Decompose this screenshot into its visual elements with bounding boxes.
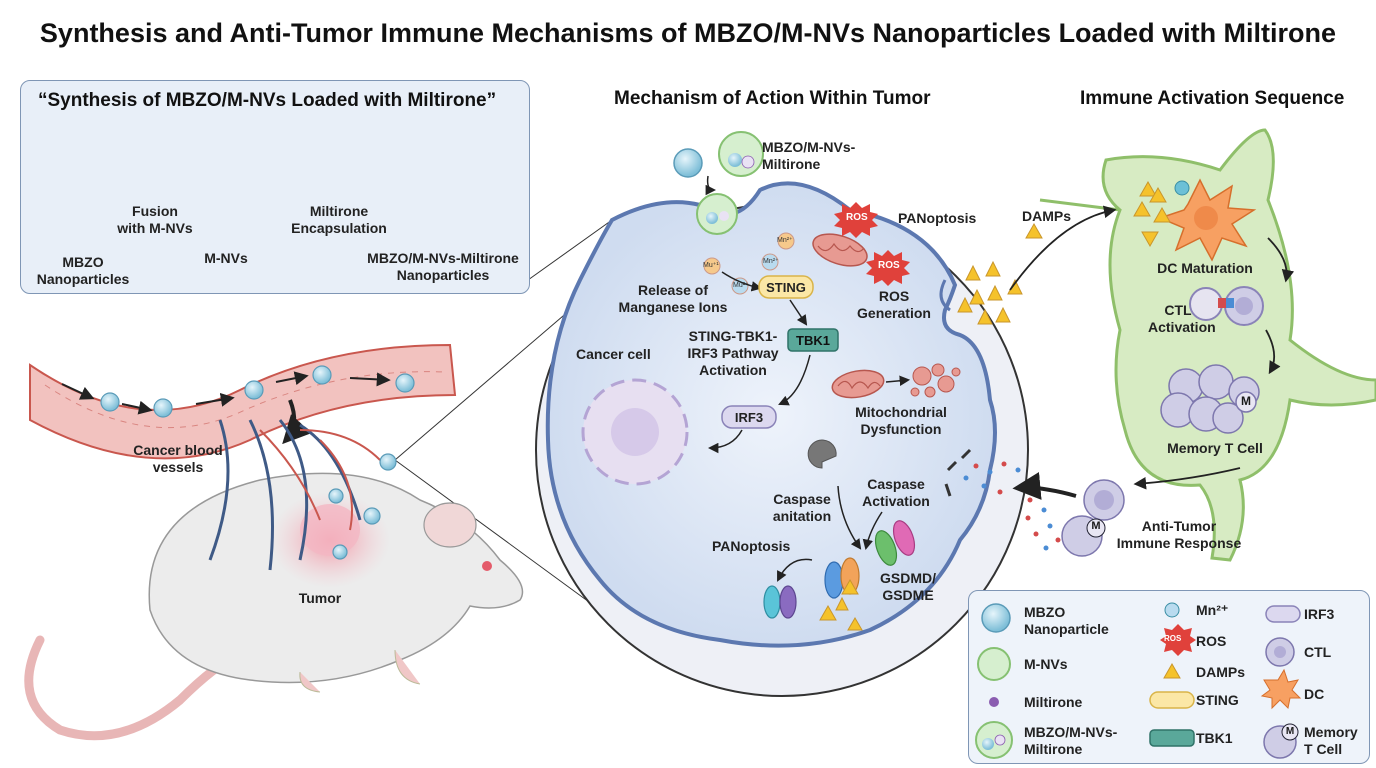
irf3-node: IRF3	[734, 410, 764, 425]
legend-dc: DC	[1304, 686, 1325, 702]
anti-tumor-memory-badge: M	[1091, 520, 1101, 532]
blood-vessel	[29, 343, 457, 571]
legend-sting: STING	[1196, 692, 1239, 708]
immune-heading: Immune Activation Sequence	[1080, 88, 1345, 109]
legend-mn: Mn²⁺	[1196, 602, 1229, 618]
cancer-cell-label: Cancer cell	[576, 346, 651, 362]
mn-ion-3: Mn²⁺	[763, 258, 779, 265]
mouse-illustration	[24, 472, 524, 741]
synthesis-panel	[20, 80, 530, 294]
gsdmd-label: GSDMD/GSDME	[880, 570, 936, 603]
released-granules	[963, 461, 1061, 551]
panoptosis-bottom-label: PANoptosis	[712, 538, 791, 554]
legend-memory-badge: M	[1285, 726, 1295, 737]
ros-badge-1: ROS	[846, 212, 868, 223]
legend-ros-icon-text: ROS	[1164, 634, 1182, 643]
dc-maturation-label: DC Maturation	[1157, 260, 1253, 276]
panoptosis-top-label: PANoptosis	[898, 210, 977, 226]
ros-badge-2: ROS	[878, 260, 900, 271]
mechanism-heading: Mechanism of Action Within Tumor	[614, 88, 931, 109]
damps-label: DAMPs	[1022, 208, 1072, 224]
synthesis-heading: “Synthesis of MBZO/M-NVs Loaded with Mil…	[38, 90, 497, 111]
m-nvs-label: M-NVs	[204, 250, 248, 266]
tbk1-node: TBK1	[796, 333, 830, 348]
legend-miltirone: Miltirone	[1024, 694, 1083, 710]
sting-node: STING	[766, 280, 806, 295]
legend-irf3: IRF3	[1304, 606, 1335, 622]
legend-ros: ROS	[1196, 633, 1227, 649]
nanoparticle-entry-label: MBZO/M-NVs-Miltirone	[762, 139, 856, 172]
tumor-label: Tumor	[298, 590, 342, 606]
mn-ion-1: Mn²⁺	[777, 237, 793, 244]
memory-badge: M	[1241, 394, 1251, 408]
ctl-activation-cells	[1189, 286, 1264, 326]
legend-damps: DAMPs	[1196, 664, 1246, 680]
memory-t-cell-label: Memory T Cell	[1167, 440, 1263, 456]
legend-ctl: CTL	[1304, 644, 1332, 660]
legend-m-nvs: M-NVs	[1024, 656, 1068, 672]
mn-ion-2: Mu⁺¹	[703, 262, 719, 269]
figure-title: Synthesis and Anti-Tumor Immune Mechanis…	[39, 18, 1337, 48]
legend-combo: MBZO/M-NVs-Miltirone	[1024, 724, 1118, 757]
legend-tbk1: TBK1	[1196, 730, 1233, 746]
memory-t-cell-cluster	[1160, 364, 1260, 434]
anti-tumor-cells	[1061, 479, 1125, 557]
tumor-zoom-circle	[535, 131, 1029, 697]
dendritic-cell	[1133, 178, 1257, 262]
mn-ion-4: Mu²⁺	[733, 282, 749, 289]
